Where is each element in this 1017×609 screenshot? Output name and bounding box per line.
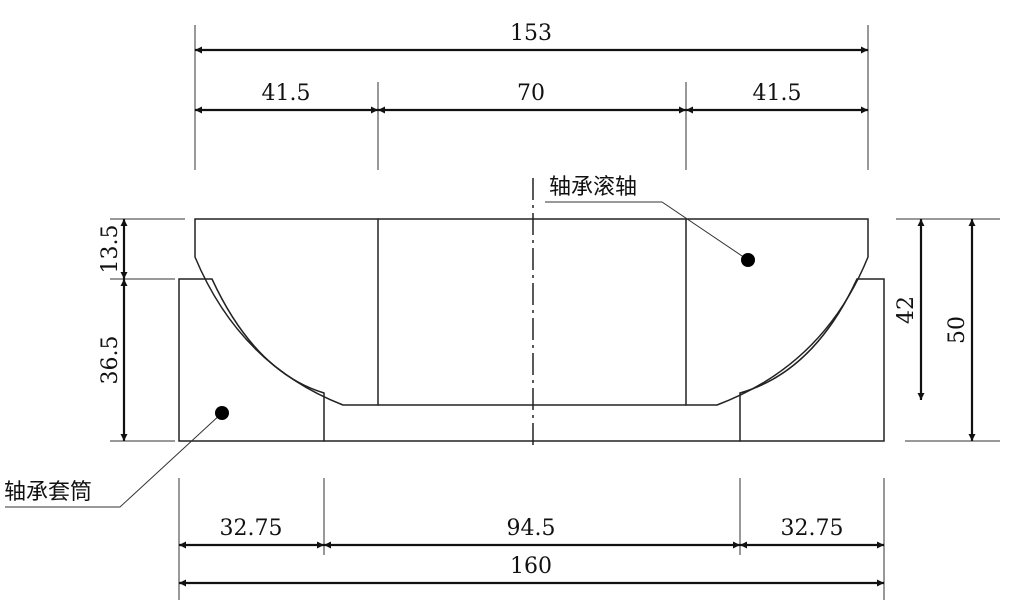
bearing-roller: [194, 218, 869, 406]
sleeve-leader: [5, 406, 229, 508]
dim-top-middle: 70: [517, 81, 545, 106]
dimension-lines: [120, 46, 976, 587]
dim-left-lower: 36.5: [98, 336, 123, 385]
bearing-sleeve: [178, 278, 885, 442]
dim-bottom-right: 32.75: [781, 516, 844, 541]
dim-bottom-left: 32.75: [220, 516, 283, 541]
dim-right-outer: 50: [945, 316, 970, 344]
label-sleeve: 轴承套筒: [4, 480, 92, 505]
dim-right-inner: 42: [894, 296, 919, 324]
dim-left-upper: 13.5: [98, 225, 123, 274]
dim-top-right: 41.5: [753, 81, 802, 106]
dim-bottom-total: 160: [510, 554, 552, 579]
dim-top-total: 153: [510, 21, 552, 46]
label-roller: 轴承滚轴: [549, 175, 637, 200]
roller-leader: [545, 201, 755, 267]
dim-bottom-middle: 94.5: [507, 516, 556, 541]
dim-top-left: 41.5: [262, 81, 311, 106]
extension-lines: [110, 25, 1000, 600]
